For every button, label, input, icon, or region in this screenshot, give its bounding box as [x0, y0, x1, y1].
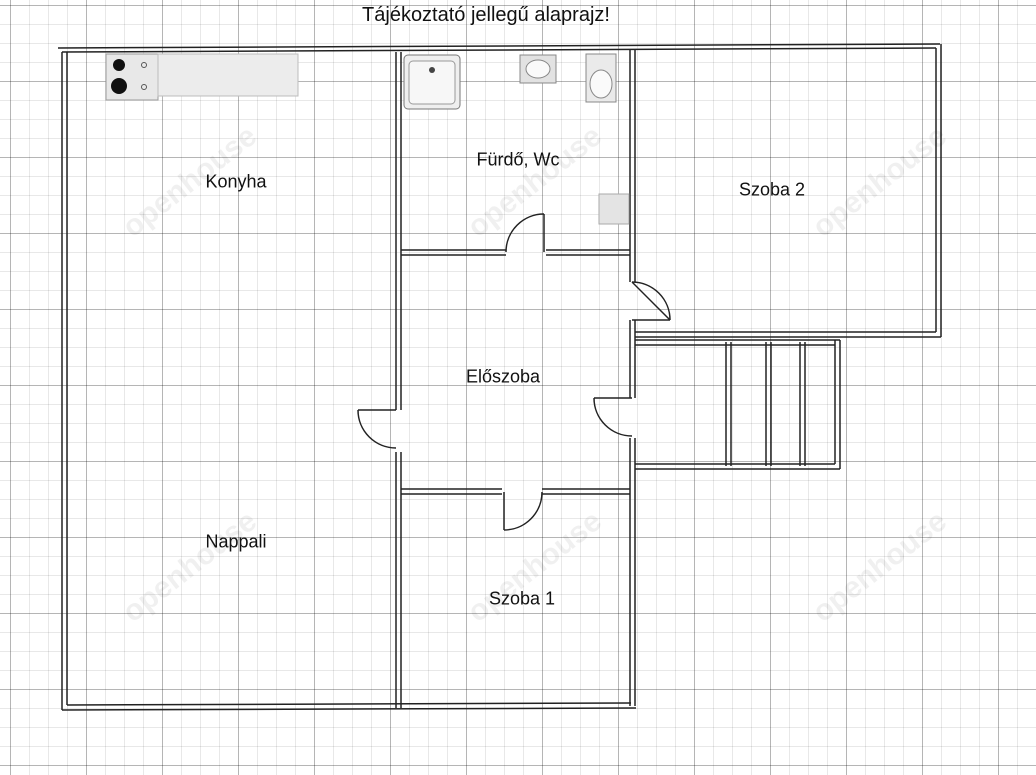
stove-burner-icon [141, 62, 147, 68]
door-nappali [357, 409, 397, 449]
stove-burner-icon [111, 78, 127, 94]
door-szoba1 [503, 491, 543, 531]
door-szoba2 [631, 281, 671, 321]
wall-bottom-inner [66, 702, 632, 706]
bath-boiler [598, 193, 630, 225]
wall-bottom-outer [61, 707, 637, 711]
room-label-konyha: Konyha [205, 171, 267, 192]
plan-title: Tájékoztató jellegű alaprajz! [362, 4, 610, 26]
room-label-szoba2: Szoba 2 [738, 179, 806, 200]
bath-toilet [585, 53, 617, 103]
doors [357, 213, 671, 531]
walls [57, 43, 942, 711]
kitchen-stove [105, 53, 159, 101]
stove-burner-icon [141, 84, 147, 90]
stair-treads [725, 342, 806, 466]
kitchen-counter [157, 53, 299, 97]
room-label-szoba1: Szoba 1 [488, 588, 556, 609]
stove-burner-icon [113, 59, 125, 71]
room-label-furdo: Fürdő, Wc [476, 149, 560, 170]
bath-washbasin [519, 54, 557, 84]
room-label-eloszoba: Előszoba [465, 366, 541, 387]
wall-top-inner [61, 47, 937, 53]
sink-drain-icon [429, 67, 435, 73]
room-label-nappali: Nappali [205, 531, 267, 552]
wall-top-outer [57, 43, 941, 49]
door-furdo [505, 213, 545, 253]
bath-sink [403, 54, 461, 110]
door-stair [593, 397, 633, 437]
